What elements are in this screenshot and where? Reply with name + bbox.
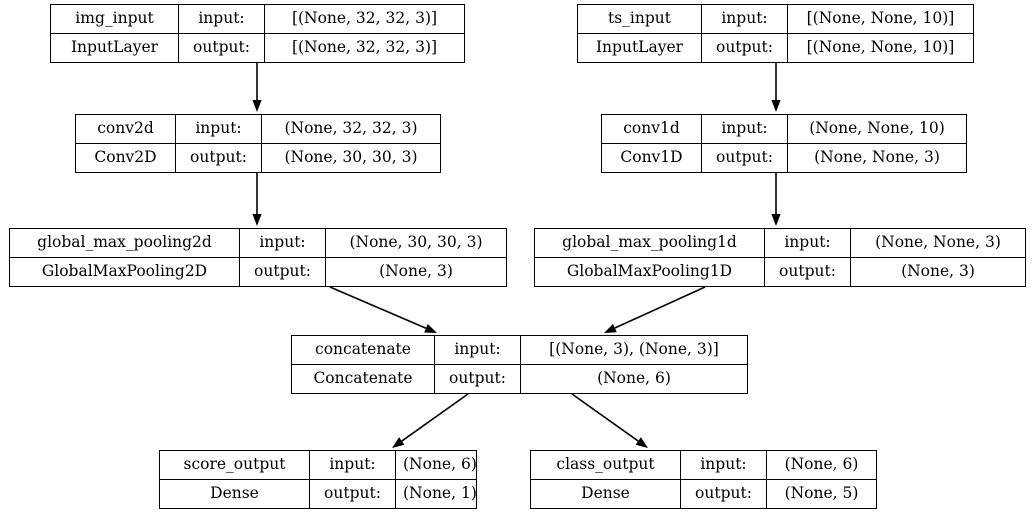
input-label: input: xyxy=(176,115,262,143)
output-shape: (None, 30, 30, 3) xyxy=(284,148,418,167)
output-label: output: xyxy=(176,144,262,172)
layer-class-name: GlobalMaxPooling2D xyxy=(10,258,240,286)
edge-concatenate-to-class_output xyxy=(571,393,639,442)
output-label: output: xyxy=(310,480,396,508)
layer-name: global_max_pooling1d xyxy=(535,229,765,257)
output-shape: (None, 1) xyxy=(403,484,477,503)
output-shape: (None, None, 3) xyxy=(814,148,940,167)
layer-name: concatenate xyxy=(292,336,435,364)
input-shape: (None, 30, 30, 3) xyxy=(349,233,483,252)
input-label: input: xyxy=(240,229,326,257)
layer-class-name: Conv2D xyxy=(76,144,176,172)
input-shape: (None, 6) xyxy=(784,455,859,474)
layer-name: conv2d xyxy=(76,115,176,143)
input-shape: (None, None, 10) xyxy=(809,119,945,138)
output-shape: (None, 5) xyxy=(784,484,859,503)
layer-name: img_input xyxy=(51,5,179,33)
layer-class-name: InputLayer xyxy=(51,34,179,62)
arrowhead-icon xyxy=(424,324,437,333)
output-label: output: xyxy=(765,258,851,286)
output-shape: (None, 3) xyxy=(379,262,453,281)
input-label: input: xyxy=(310,451,396,479)
output-label: output: xyxy=(702,144,788,172)
layer-name: class_output xyxy=(531,451,681,479)
edge-global_max_pooling2d-to-concatenate xyxy=(329,286,427,329)
layer-class-name: InputLayer xyxy=(578,34,702,62)
layer-name: global_max_pooling2d xyxy=(10,229,240,257)
output-shape: [(None, None, 10)] xyxy=(806,38,955,57)
output-label: output: xyxy=(240,258,326,286)
output-shape: (None, 6) xyxy=(597,369,671,388)
output-label: output: xyxy=(179,34,265,62)
input-shape: (None, None, 3) xyxy=(875,233,1001,252)
input-label: input: xyxy=(681,451,767,479)
input-shape: [(None, None, 10)] xyxy=(806,9,955,28)
edge-global_max_pooling1d-to-concatenate xyxy=(614,286,706,329)
layer-name: score_output xyxy=(160,451,310,479)
arrowhead-icon xyxy=(604,323,617,333)
output-label: output: xyxy=(702,34,788,62)
edge-concatenate-to-score_output xyxy=(401,393,469,442)
input-shape: [(None, 3), (None, 3)] xyxy=(549,340,719,359)
output-shape: (None, 3) xyxy=(901,262,975,281)
layer-name: conv1d xyxy=(602,115,702,143)
output-shape: [(None, 32, 32, 3)] xyxy=(291,38,438,57)
input-label: input: xyxy=(435,336,521,364)
layer-class-name: Concatenate xyxy=(292,365,435,393)
input-shape: (None, 32, 32, 3) xyxy=(284,119,418,138)
layer-class-name: Conv1D xyxy=(602,144,702,172)
input-shape: [(None, 32, 32, 3)] xyxy=(291,9,438,28)
output-label: output: xyxy=(681,480,767,508)
arrowhead-icon xyxy=(635,437,648,448)
input-label: input: xyxy=(702,5,788,33)
arrowhead-icon xyxy=(252,100,262,112)
input-label: input: xyxy=(765,229,851,257)
layer-name: ts_input xyxy=(578,5,702,33)
input-label: input: xyxy=(179,5,265,33)
arrowhead-icon xyxy=(392,437,405,448)
arrowhead-icon xyxy=(771,100,781,112)
input-label: input: xyxy=(702,115,788,143)
arrowhead-icon xyxy=(771,214,781,226)
input-shape: (None, 6) xyxy=(403,455,477,474)
layer-class-name: Dense xyxy=(160,480,310,508)
layer-class-name: GlobalMaxPooling1D xyxy=(535,258,765,286)
arrowhead-icon xyxy=(252,214,262,226)
output-label: output: xyxy=(435,365,521,393)
layer-class-name: Dense xyxy=(531,480,681,508)
